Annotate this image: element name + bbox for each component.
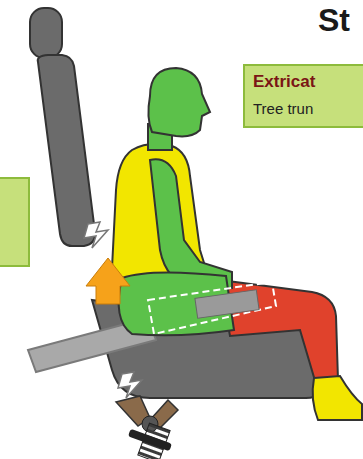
callout-box: ExtricatTree trun <box>243 64 363 128</box>
foot <box>313 376 362 420</box>
box-body: Tree trun <box>253 100 363 117</box>
contact-symbol <box>84 222 108 248</box>
page-title: St <box>318 2 350 39</box>
belt-buckle <box>195 290 259 318</box>
head <box>148 68 210 136</box>
spreader-tool <box>116 396 178 459</box>
arm <box>150 159 232 290</box>
headrest <box>30 8 62 58</box>
contact-symbol <box>118 372 142 398</box>
seatbelt <box>148 282 276 334</box>
callout-box <box>0 178 29 266</box>
box-heading: Extricat <box>253 72 363 92</box>
force-arrow <box>86 258 130 304</box>
seat-back <box>38 55 95 246</box>
